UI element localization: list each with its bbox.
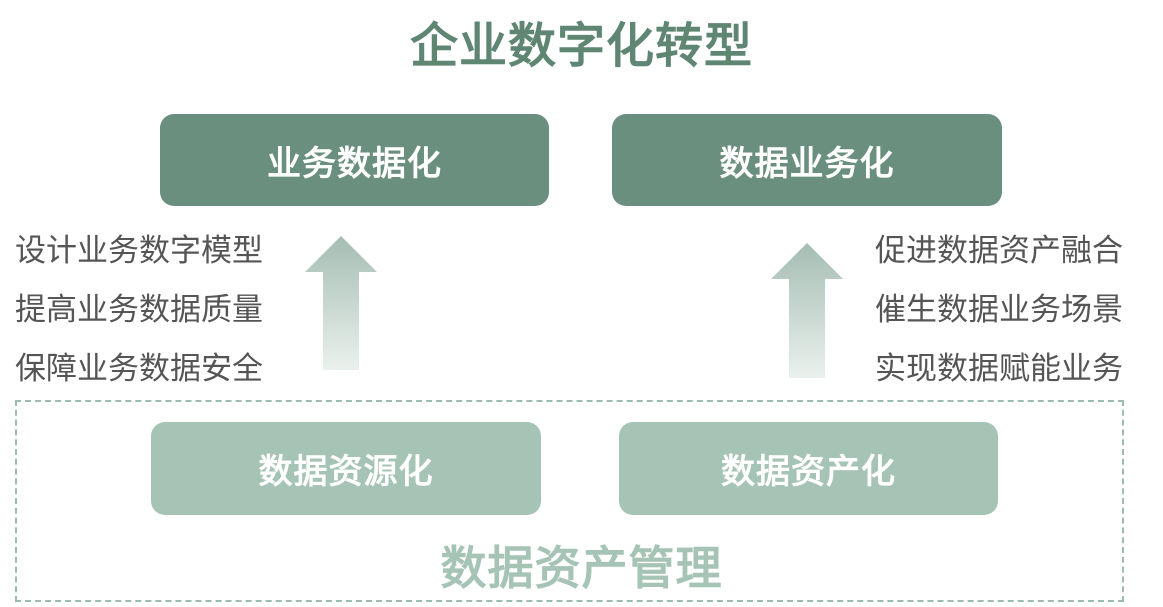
right-list-item: 催生数据业务场景 (875, 292, 1123, 328)
data-resourcization-label: 数据资源化 (258, 452, 434, 492)
data-businessization-box: 数据业务化 (612, 114, 1002, 206)
business-datafication-label: 业务数据化 (267, 143, 442, 184)
business-datafication-box: 业务数据化 (160, 114, 549, 206)
data-asset-management-title: 数据资产管理 (440, 541, 723, 595)
data-assetization-label: 数据资产化 (721, 452, 896, 492)
left-list: 设计业务数字模型 提高业务数据质量 保障业务数据安全 (15, 222, 263, 399)
right-list: 促进数据资产融合 催生数据业务场景 实现数据赋能业务 (875, 222, 1123, 399)
left-list-item: 设计业务数字模型 (15, 233, 263, 269)
data-resourcization-box: 数据资源化 (151, 422, 541, 515)
data-assetization-box: 数据资产化 (619, 422, 998, 515)
left-list-item: 保障业务数据安全 (15, 351, 263, 387)
left-list-item: 提高业务数据质量 (15, 292, 263, 328)
right-list-item: 促进数据资产融合 (875, 233, 1123, 269)
data-businessization-label: 数据业务化 (719, 143, 895, 184)
right-up-arrow-icon (771, 243, 843, 378)
left-up-arrow-icon (305, 236, 377, 370)
data-asset-management-frame (15, 400, 1124, 602)
right-list-item: 实现数据赋能业务 (875, 351, 1123, 387)
diagram-title: 企业数字化转型 (409, 18, 753, 74)
